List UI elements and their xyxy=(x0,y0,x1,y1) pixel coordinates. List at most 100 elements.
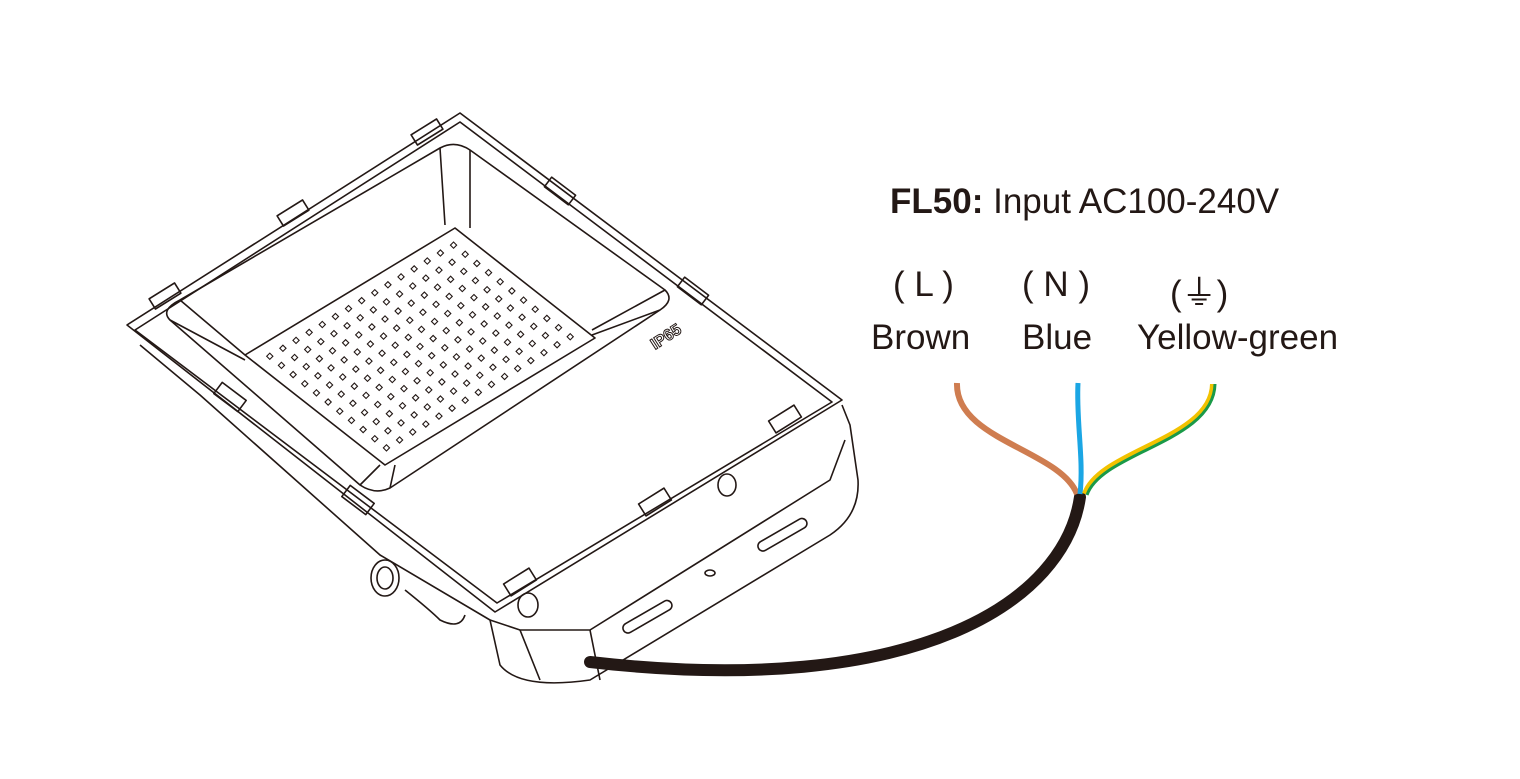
led-chip xyxy=(397,272,405,281)
led-chip xyxy=(540,348,548,357)
led-chip xyxy=(325,381,334,389)
led-chip xyxy=(419,308,427,317)
led-chip xyxy=(312,389,321,397)
led-chip xyxy=(379,332,388,340)
led-chip xyxy=(391,341,400,350)
led-chip xyxy=(468,310,477,319)
led-chip xyxy=(384,280,392,289)
spec-title: FL50: Input AC100-240V xyxy=(890,182,1279,222)
led-chip xyxy=(353,348,362,356)
led-chip xyxy=(397,418,405,427)
led-chip xyxy=(305,328,314,337)
led-chip xyxy=(531,305,540,314)
led-chip xyxy=(424,385,433,394)
led-chip xyxy=(328,346,337,355)
ip-rating-label: IP65 xyxy=(648,321,685,353)
led-chip xyxy=(506,304,515,312)
led-chip xyxy=(331,312,340,321)
led-chip xyxy=(516,330,525,339)
led-chip xyxy=(315,354,324,363)
led-chip xyxy=(430,317,439,326)
led-chip xyxy=(442,326,451,335)
led-chip xyxy=(330,329,338,338)
led-array xyxy=(265,241,575,452)
led-chip xyxy=(475,371,484,380)
led-chip xyxy=(404,333,413,342)
led-chip xyxy=(480,320,489,328)
led-chip xyxy=(493,312,502,320)
led-chip xyxy=(472,259,481,268)
led-chip xyxy=(289,370,298,379)
blue-label: Blue xyxy=(1022,318,1093,357)
led-chip xyxy=(292,336,300,345)
led-board xyxy=(244,227,596,466)
led-chip xyxy=(344,304,353,313)
led-chip xyxy=(400,384,408,393)
led-chip xyxy=(513,364,522,373)
led-chip xyxy=(529,322,538,331)
led-chip xyxy=(384,426,392,435)
led-chip xyxy=(386,392,395,401)
led-chip xyxy=(451,370,459,378)
model-name: FL50: xyxy=(890,182,984,221)
led-chip xyxy=(464,362,473,370)
led-chip xyxy=(449,387,458,395)
led-chip xyxy=(423,257,432,265)
led-chip xyxy=(470,293,478,302)
led-chip xyxy=(541,331,550,340)
led-chip xyxy=(553,340,561,349)
led-chip xyxy=(477,354,486,363)
led-chip xyxy=(303,345,312,354)
led-chip xyxy=(458,284,467,293)
led-chip xyxy=(436,395,445,403)
led-chip xyxy=(526,356,535,365)
led-chip xyxy=(338,373,347,381)
led-chip xyxy=(357,296,366,305)
led-chip xyxy=(483,285,491,294)
led-chip xyxy=(389,358,398,367)
led-chip xyxy=(465,345,474,353)
led-chip xyxy=(429,334,438,343)
led-chip xyxy=(554,323,563,332)
input-voltage: Input AC100-240V xyxy=(993,182,1280,221)
led-chip xyxy=(467,327,475,336)
led-chip xyxy=(528,339,537,348)
led-chip xyxy=(327,363,335,372)
led-chip xyxy=(354,330,363,339)
led-chip xyxy=(435,266,443,275)
led-chip xyxy=(410,411,419,419)
led-chip xyxy=(427,351,436,360)
led-chip xyxy=(462,379,471,388)
led-chip xyxy=(350,382,359,391)
led-chip xyxy=(461,396,470,405)
led-chip xyxy=(439,360,448,369)
led-chip xyxy=(367,323,376,331)
led-chip xyxy=(392,324,401,333)
led-chip xyxy=(478,337,487,345)
led-chip xyxy=(515,347,524,356)
cable-gland xyxy=(517,592,539,618)
led-chip xyxy=(454,335,462,344)
led-chip xyxy=(433,283,442,292)
led-chip xyxy=(408,282,417,290)
led-chip xyxy=(365,357,373,366)
led-chip xyxy=(503,338,512,347)
led-chip xyxy=(363,374,372,383)
led-chip xyxy=(448,258,456,267)
led-chip xyxy=(360,408,369,417)
led-chip xyxy=(496,277,505,286)
led-chip xyxy=(376,366,385,375)
led-chip xyxy=(417,325,426,334)
brown-label: Brown xyxy=(871,318,971,357)
led-chip xyxy=(414,359,423,368)
led-chip xyxy=(302,362,311,371)
led-chip xyxy=(394,307,403,315)
led-chip xyxy=(484,268,493,277)
led-chip xyxy=(471,276,480,285)
led-chip xyxy=(370,288,379,297)
led-chip xyxy=(372,417,381,426)
neutral-symbol: ( N ) xyxy=(1022,265,1091,304)
led-chip xyxy=(265,352,274,361)
led-chip xyxy=(382,444,391,452)
led-chip xyxy=(507,287,516,295)
